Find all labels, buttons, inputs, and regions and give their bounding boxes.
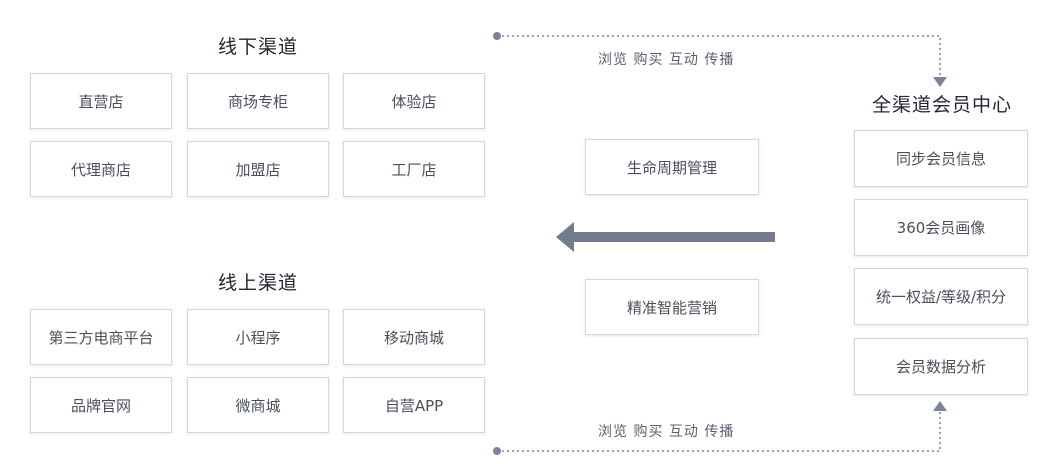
bottom-connector-arrowhead-icon bbox=[933, 401, 947, 411]
online-item-own-app: 自营APP bbox=[343, 377, 485, 433]
center-item-member-data-analysis: 会员数据分析 bbox=[854, 338, 1028, 395]
online-channels-title: 线上渠道 bbox=[218, 272, 299, 294]
online-item-mini-program: 小程序 bbox=[187, 309, 329, 365]
offline-item-agent-store: 代理商店 bbox=[30, 141, 172, 197]
center-item-unified-benefits: 统一权益/等级/积分 bbox=[854, 268, 1028, 325]
top-flow-caption: 浏览 购买 互动 传播 bbox=[598, 52, 735, 68]
middle-item-lifecycle-management: 生命周期管理 bbox=[585, 139, 759, 195]
offline-item-franchise-store: 加盟店 bbox=[187, 141, 329, 197]
top-connector-arrowhead-icon bbox=[933, 77, 947, 87]
offline-channels-title: 线下渠道 bbox=[218, 36, 299, 58]
online-item-third-party-platform: 第三方电商平台 bbox=[30, 309, 172, 365]
member-center-title: 全渠道会员中心 bbox=[872, 94, 1013, 116]
main-left-arrow-icon bbox=[556, 222, 775, 252]
center-item-sync-member-info: 同步会员信息 bbox=[854, 130, 1028, 187]
online-item-mobile-mall: 移动商城 bbox=[343, 309, 485, 365]
offline-item-experience-store: 体验店 bbox=[343, 73, 485, 129]
offline-item-factory-store: 工厂店 bbox=[343, 141, 485, 197]
top-connector-line bbox=[497, 35, 941, 78]
offline-item-mall-counter: 商场专柜 bbox=[187, 73, 329, 129]
online-item-brand-website: 品牌官网 bbox=[30, 377, 172, 433]
center-item-member-portrait: 360会员画像 bbox=[854, 199, 1028, 256]
bottom-flow-caption: 浏览 购买 互动 传播 bbox=[598, 424, 735, 440]
online-item-micro-mall: 微商城 bbox=[187, 377, 329, 433]
middle-item-precision-marketing: 精准智能营销 bbox=[585, 279, 759, 335]
offline-item-direct-store: 直营店 bbox=[30, 73, 172, 129]
